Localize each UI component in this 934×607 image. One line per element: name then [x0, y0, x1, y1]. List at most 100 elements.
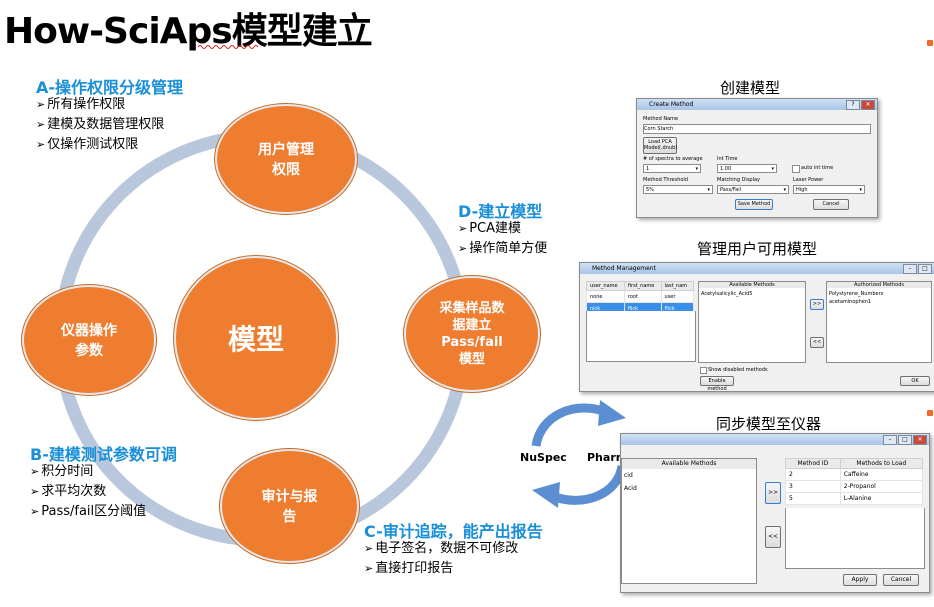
section-d-list: PCA建模 操作简单方便 [458, 219, 547, 259]
minimize-icon[interactable]: – [903, 264, 917, 274]
column-header[interactable]: first_name [623, 281, 662, 291]
maximize-icon[interactable]: □ [918, 264, 932, 274]
column-header[interactable]: Method ID [785, 458, 841, 469]
ok-button[interactable]: OK [900, 376, 930, 386]
table-row[interactable]: 5 L-Alanine [785, 492, 924, 505]
bullet-item: 求平均次数 [30, 482, 146, 502]
node-label: 参数 [75, 343, 103, 359]
cancel-button[interactable]: Cancel [813, 199, 849, 210]
table-row[interactable]: 3 2-Propanol [785, 480, 924, 493]
section-d-title: D-建立模型 [458, 202, 543, 221]
node-label: 权限 [272, 162, 300, 178]
table-cell: L-Alanine [839, 492, 924, 505]
list-item[interactable]: Acid [624, 485, 637, 492]
close-icon[interactable]: ✕ [913, 435, 927, 445]
threshold-label: Method Threshold [643, 177, 688, 183]
window-titlebar: –□✕ [621, 434, 929, 445]
right-edge-strip [922, 0, 934, 607]
table-row[interactable]: 2 Caffeine [785, 468, 924, 481]
minimize-icon[interactable]: – [883, 435, 897, 445]
section-a-title: A-操作权限分级管理 [36, 78, 184, 97]
node-label: 据建立 [452, 318, 492, 333]
list-header: Available Methods [622, 459, 756, 469]
add-method-button[interactable]: >> [810, 299, 824, 310]
spectra-stepper[interactable]: 1 [643, 164, 701, 174]
center-node-model: 模型 [174, 256, 338, 420]
show-disabled-checkbox[interactable] [700, 367, 707, 374]
help-icon[interactable]: ? [846, 100, 860, 110]
window-titlebar: Create Method ?✕ [637, 99, 877, 110]
bullet-item: 仅操作测试权限 [36, 135, 164, 155]
bullet-item: 直接打印报告 [364, 559, 518, 579]
nuspec-label: NuSpec [520, 451, 567, 464]
center-label: 模型 [227, 323, 284, 356]
show-disabled-label: Show disabled methods [708, 367, 768, 373]
sync-arrows-icon [531, 400, 627, 508]
spellcheck-underline [198, 45, 258, 49]
method-management-window: Method Management –□ user_name first_nam… [579, 262, 934, 392]
node-sample-model: 采集样品数 据建立 Pass/fail 模型 [404, 276, 540, 392]
remove-method-button[interactable]: << [810, 337, 824, 348]
int-time-label: Int Time [717, 156, 738, 162]
method-name-label: Method Name [643, 116, 679, 122]
table-cell: 2-Propanol [839, 480, 924, 493]
bullet-item: PCA建模 [458, 219, 547, 239]
apply-button[interactable]: Apply [843, 574, 877, 586]
users-table-body [586, 311, 696, 362]
table-row[interactable]: none root user [586, 290, 695, 303]
section-c-list: 电子签名，数据不可修改 直接打印报告 [364, 539, 518, 579]
enable-method-button[interactable]: Enable method [700, 376, 734, 391]
list-item[interactable]: acetaminophen1 [829, 299, 872, 305]
bullet-item: 建模及数据管理权限 [36, 115, 164, 135]
laser-label: Laser Power [793, 177, 824, 183]
maximize-icon[interactable]: □ [898, 435, 912, 445]
list-item[interactable]: Acetylsalicylic_Acid5 [701, 291, 753, 297]
list-item[interactable]: cid [624, 472, 633, 479]
method-name-input[interactable]: Corn Starch [643, 124, 871, 134]
sync-remove-button[interactable]: << [765, 526, 781, 548]
close-icon[interactable]: ✕ [861, 100, 875, 110]
int-time-stepper[interactable]: 1.00 [717, 164, 777, 174]
authorized-methods-list[interactable]: Authorized Methods Polystyrene_Numbers a… [826, 281, 932, 363]
table-cell: user [660, 290, 695, 303]
load-pca-button[interactable]: Load PCA Model(.dnub) [643, 137, 677, 154]
table-cell: 5 [785, 492, 841, 505]
bullet-item: 积分时间 [30, 462, 146, 482]
matching-select[interactable]: Pass/Fail [717, 185, 789, 195]
bullet-item: 电子签名，数据不可修改 [364, 539, 518, 559]
column-header[interactable]: user_name [586, 281, 625, 291]
node-label: 仪器操作 [61, 323, 117, 339]
sync-add-button[interactable]: >> [765, 482, 781, 504]
spectra-label: # of spectra to average [643, 156, 703, 162]
bullet-item: 所有操作权限 [36, 95, 164, 115]
methods-to-load-table: Method ID Methods to Load 2 Caffeine 3 2… [785, 458, 924, 505]
bullet-item: Pass/fail区分阈值 [30, 502, 146, 522]
laser-select[interactable]: High [793, 185, 865, 195]
cancel-button[interactable]: Cancel [883, 574, 919, 586]
create-model-heading: 创建模型 [720, 79, 781, 97]
node-label: 采集样品数 [439, 301, 505, 316]
create-method-window: Create Method ?✕ Method Name Corn Starch… [636, 98, 878, 218]
bullet-item: 操作简单方便 [458, 239, 547, 259]
auto-int-checkbox[interactable] [792, 165, 800, 173]
table-cell: none [586, 290, 625, 303]
auto-int-label: auto int time [801, 165, 834, 171]
window-title: Create Method [649, 101, 694, 108]
sync-available-list[interactable]: Available Methods cid Acid [621, 458, 757, 584]
node-label: Pass/fail [441, 335, 503, 350]
column-header[interactable]: Methods to Load [839, 458, 924, 469]
section-a-list: 所有操作权限 建模及数据管理权限 仅操作测试权限 [36, 95, 164, 155]
sync-model-heading: 同步模型至仪器 [716, 415, 822, 433]
node-audit-report: 审计与报 告 [220, 449, 359, 563]
table-cell: Caffeine [839, 468, 924, 481]
section-c-title: C-审计追踪，能产出报告 [364, 522, 543, 541]
section-b-list: 积分时间 求平均次数 Pass/fail区分阈值 [30, 462, 146, 522]
table-cell: root [623, 290, 662, 303]
column-header[interactable]: last_nam [660, 281, 695, 291]
save-method-button[interactable]: Save Method [735, 199, 773, 210]
list-item[interactable]: Polystyrene_Numbers [829, 291, 884, 297]
available-methods-list[interactable]: Available Methods Acetylsalicylic_Acid5 [698, 281, 806, 363]
node-label: 模型 [458, 352, 485, 367]
node-label: 审计与报 [261, 489, 318, 505]
threshold-select[interactable]: 5% [643, 185, 713, 195]
